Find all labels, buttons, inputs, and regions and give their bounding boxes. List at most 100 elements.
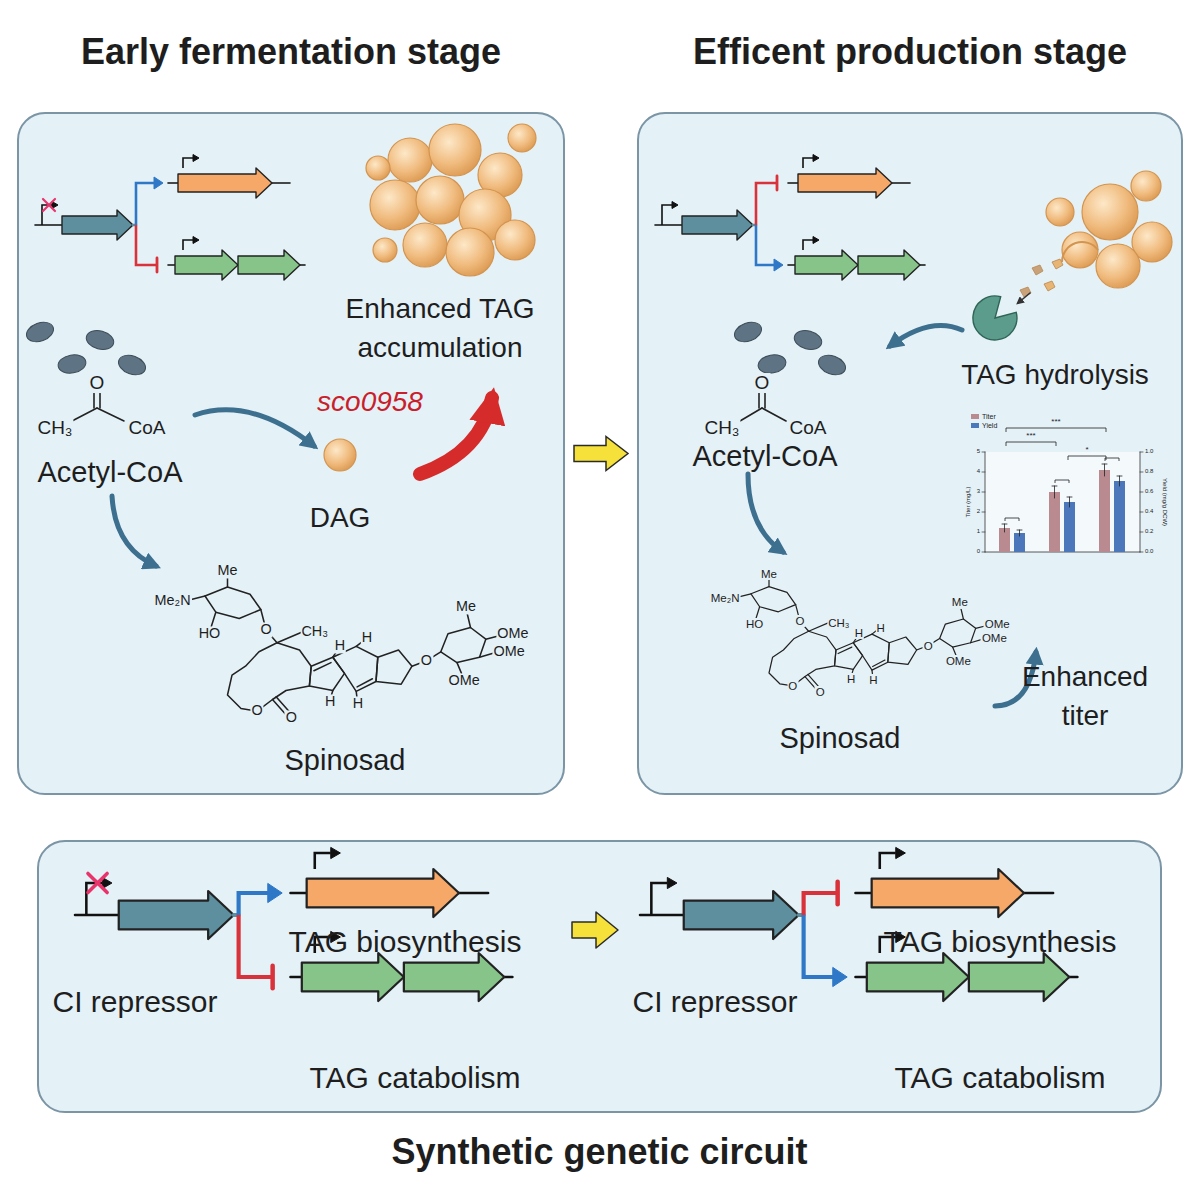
ring-bond	[205, 587, 261, 619]
structure-label: O	[251, 704, 264, 719]
promoter-arrow	[880, 853, 896, 869]
diagram-label: CI repressor	[632, 984, 797, 1020]
bond	[277, 632, 302, 643]
repression-bar	[270, 966, 274, 988]
structure-label: OMe	[984, 618, 1011, 630]
acetyl-coa-structure	[72, 392, 124, 421]
promoter-arrow	[662, 205, 672, 225]
bond	[809, 623, 829, 632]
ring-bond	[751, 587, 796, 612]
illustration	[24, 124, 1172, 1001]
block-cross	[88, 873, 107, 892]
spinosad-structure	[734, 578, 987, 689]
diagram-label: TAG biosynthesis	[289, 924, 522, 960]
droplet-fragment	[1020, 287, 1031, 297]
tick	[1140, 552, 1143, 553]
structure-label: Me	[760, 568, 778, 580]
activation-head	[154, 177, 163, 189]
enzyme-blob	[792, 328, 824, 353]
promoter-arrow	[651, 883, 667, 915]
bond	[211, 612, 216, 626]
structure-label: HO	[745, 618, 764, 630]
chart-label: 0.0	[1145, 548, 1153, 555]
line	[97, 408, 124, 421]
chart-label: 0.4	[1145, 508, 1153, 515]
repression-bar	[776, 176, 779, 190]
gene-arrow	[798, 168, 892, 198]
diagram-label: Spinosad	[285, 743, 406, 778]
error-bar	[1004, 524, 1005, 532]
line	[93, 392, 95, 408]
dna-baseline	[75, 914, 119, 917]
enzyme-blob	[57, 353, 88, 376]
structure-label: O	[285, 711, 298, 726]
branch-line	[804, 893, 836, 915]
chart-label: 5	[977, 448, 980, 455]
bond	[961, 607, 964, 619]
block-cross	[88, 873, 107, 892]
structure-label: O	[260, 623, 273, 638]
structure-label: O	[923, 640, 934, 652]
structure-label: H	[846, 673, 856, 685]
panel-fill	[637, 112, 1183, 795]
genetic-circuit	[640, 847, 1077, 1001]
yield-bar	[1064, 502, 1075, 552]
diagram-label: Acetyl-CoA	[37, 455, 182, 490]
curved-arrow	[195, 410, 314, 446]
error-bar	[1104, 464, 1105, 476]
error-bar	[1067, 497, 1072, 498]
lipid-droplet	[429, 124, 481, 176]
error-bar	[1102, 464, 1107, 465]
structure-label: H	[868, 674, 878, 686]
structure-label: OMe	[448, 673, 481, 688]
curved-arrow	[420, 398, 492, 474]
promoter-arrow	[183, 240, 193, 250]
gene-arrow	[307, 869, 459, 917]
ring-bond	[376, 650, 412, 684]
gene-arrow	[119, 891, 234, 939]
lipid-droplet	[446, 228, 494, 276]
structure-label: O	[754, 373, 771, 393]
line	[99, 392, 101, 408]
lipid-droplet	[370, 180, 420, 230]
line	[740, 408, 762, 421]
gene-arrow	[872, 869, 1024, 917]
axis-line	[985, 452, 986, 552]
titer-bar	[1049, 492, 1060, 552]
ring-bond	[228, 643, 312, 711]
tick	[1140, 452, 1143, 453]
structure-label: CoA	[789, 418, 828, 438]
gene-arrow	[858, 250, 920, 280]
gene-arrow	[302, 953, 404, 1001]
chart-ground	[985, 452, 1140, 552]
gene-arrow	[238, 250, 300, 280]
activation-head	[268, 883, 282, 902]
panel-fills	[17, 112, 1183, 1113]
structure-label: O	[89, 373, 106, 393]
enzyme-blob	[816, 352, 848, 378]
promoter-head	[193, 237, 199, 244]
block-cross	[43, 199, 55, 211]
promoter-arrow	[315, 853, 331, 869]
structure-label: H	[324, 695, 336, 710]
lipid-droplet	[1131, 171, 1161, 201]
diagram-label: sco0958	[317, 385, 423, 419]
chart-label: 3	[977, 488, 980, 495]
structure-label: H	[352, 696, 364, 711]
structure-label: CH₃	[827, 617, 850, 629]
structure-label: Me₂N	[154, 594, 192, 609]
tick	[1140, 492, 1143, 493]
bar-chart	[982, 428, 1143, 552]
structure-label: Me	[217, 563, 239, 578]
yield-bar	[1114, 481, 1125, 552]
structure-label: Me	[951, 596, 969, 608]
tick	[982, 512, 985, 513]
enzyme-blob	[24, 319, 56, 345]
branch-line	[756, 183, 776, 225]
legend-item: Titer	[971, 413, 996, 420]
diagram-label: CI repressor	[52, 984, 217, 1020]
error-bar	[1002, 524, 1007, 525]
curved-arrow	[890, 326, 962, 346]
dna-baseline	[655, 224, 682, 226]
